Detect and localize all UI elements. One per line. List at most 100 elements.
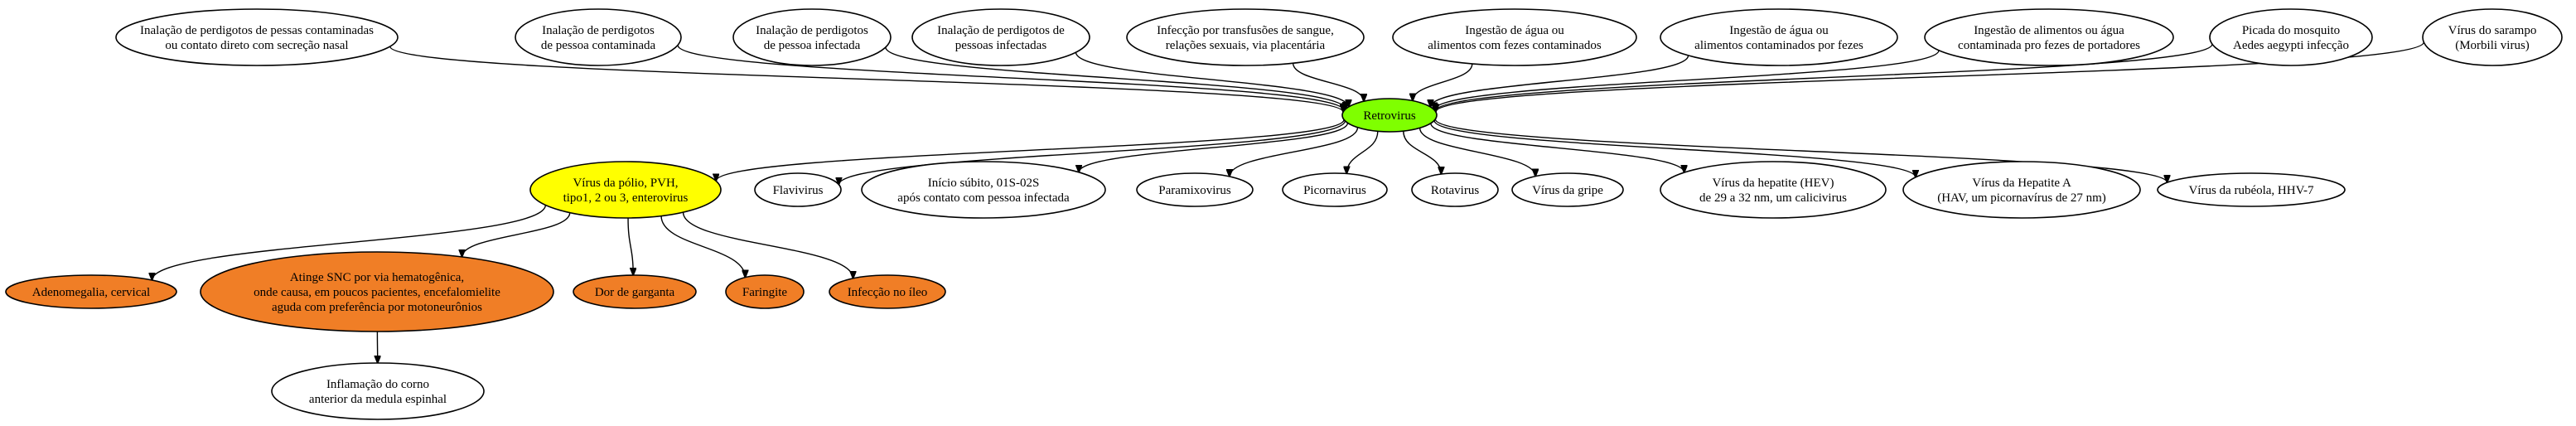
node-label: Adenomegalia, cervical (32, 286, 150, 299)
edge-n9-to-root (1435, 43, 2213, 111)
edge-hub-to-s5 (682, 211, 853, 278)
node-ellipse (861, 161, 1106, 219)
node-s2: Atinge SNC por via hematogênica, onde cau… (200, 251, 554, 332)
edge-n2-to-root (677, 45, 1344, 110)
node-label: de pessoa contaminada (541, 39, 656, 52)
node-label: tipo1, 2 ou 3, enterovirus (563, 191, 689, 205)
node-label: Inalação de perdigotos de (937, 24, 1065, 37)
node-label: Vírus da gripe (1532, 184, 1603, 197)
node-label: Picornavirus (1303, 184, 1366, 197)
node-label: Início súbito, 01S-02S (928, 177, 1040, 190)
node-n1: Inalação de perdigotos de pessas contami… (115, 8, 399, 66)
node-s4: Faringite (725, 274, 805, 309)
node-label: Vírus da rubéola, HHV-7 (2188, 184, 2314, 197)
node-label: ou contato direto com secreção nasal (165, 39, 348, 52)
node-ellipse (2157, 172, 2346, 207)
node-c5: Picornavirus (1282, 172, 1388, 207)
node-label: anterior da medula espinhal (309, 393, 447, 406)
node-label: Infecção no íleo (848, 286, 928, 299)
edge-n8-to-root (1434, 50, 1940, 110)
edge-hub-to-s2 (462, 212, 571, 257)
node-label: Vírus da hepatite (HEV) (1712, 177, 1834, 190)
node-ellipse (1126, 8, 1365, 66)
edge-n1-to-root (389, 46, 1343, 112)
node-c10: Vírus da rubéola, HHV-7 (2157, 172, 2346, 207)
node-ellipse (1282, 172, 1388, 207)
node-ellipse (115, 8, 399, 66)
node-hub: Vírus da pólio, PVH,tipo1, 2 ou 3, enter… (529, 161, 722, 219)
node-ellipse (732, 8, 892, 66)
node-label: Inalação de perdigotos (542, 24, 655, 37)
node-label: alimentos com fezes contaminados (1428, 39, 1602, 52)
edge-root-to-c5 (1346, 131, 1379, 173)
node-label: de pessoa infectada (764, 39, 861, 52)
node-label: Aedes aegypti infecção (2233, 39, 2349, 52)
node-label: Inalação de perdigotos de pessas contami… (140, 24, 374, 37)
edge-root-to-c9 (1433, 120, 1916, 177)
node-n5: Infecção por transfusões de sangue,relaç… (1126, 8, 1365, 66)
node-c4: Paramixovirus (1136, 172, 1254, 207)
node-label: Dor de garganta (595, 286, 675, 299)
node-s5: Infecção no íleo (829, 274, 946, 309)
node-label: aguda com preferência por motoneurônios (272, 301, 482, 314)
node-label: Ingestão de água ou (1729, 24, 1829, 37)
node-n8: Ingestão de alimentos ou águacontaminada… (1924, 8, 2174, 66)
node-g1: Inflamação do corno anterior da medula es… (271, 362, 485, 420)
edge-hub-to-s3 (627, 217, 633, 275)
node-ellipse (1136, 172, 1254, 207)
node-label: pessoas infectadas (955, 39, 1047, 52)
node-label: onde causa, em poucos pacientes, encefal… (254, 286, 500, 299)
edge-n7-to-root (1431, 55, 1689, 107)
node-ellipse (1660, 161, 1887, 219)
node-label: após contato com pessoa infectada (897, 191, 1070, 205)
node-label: Inflamação do corno (326, 378, 429, 391)
node-label: (HAV, um picornavírus de 27 nm) (1937, 191, 2106, 205)
node-c8: Vírus da hepatite (HEV)de 29 a 32 nm, um… (1660, 161, 1887, 219)
node-label: (Morbili virus) (2455, 39, 2530, 52)
node-label: Atinge SNC por via hematogênica, (290, 271, 464, 284)
node-ellipse (529, 161, 722, 219)
node-root: Retrovirus (1341, 98, 1438, 133)
node-label: Flavivirus (773, 184, 824, 197)
node-ellipse (1902, 161, 2141, 219)
node-label: Retrovirus (1363, 109, 1415, 123)
node-label: relações sexuais, via placentária (1166, 39, 1326, 52)
edges-layer (152, 41, 2424, 363)
node-label: Vírus da pólio, PVH, (573, 177, 678, 190)
edge-n10-to-root (1436, 41, 2424, 112)
node-ellipse (1341, 98, 1438, 133)
node-label: Faringite (742, 286, 787, 299)
node-ellipse (1411, 172, 1499, 207)
node-label: Vírus do sarampo (2448, 24, 2537, 37)
node-label: Inalação de perdigotos (756, 24, 868, 37)
node-ellipse (5, 274, 177, 309)
edge-root-to-c8 (1430, 123, 1684, 172)
node-ellipse (271, 362, 485, 420)
edge-hub-to-s4 (660, 215, 745, 278)
node-ellipse (2422, 8, 2563, 66)
edge-n6-to-root (1413, 63, 1473, 101)
edge-root-to-c7 (1418, 128, 1535, 176)
node-ellipse (1511, 172, 1624, 207)
node-ellipse (1924, 8, 2174, 66)
node-n2: Inalação de perdigotos de pessoa contamin… (515, 8, 682, 66)
node-ellipse (515, 8, 682, 66)
node-s1: Adenomegalia, cervical (5, 274, 177, 309)
node-ellipse (754, 172, 842, 207)
edge-root-to-c3 (1079, 123, 1349, 172)
edge-root-to-c2 (839, 120, 1346, 185)
node-ellipse (573, 274, 697, 309)
node-label: Paramixovirus (1158, 184, 1231, 197)
node-label: Rotavirus (1431, 184, 1479, 197)
edge-hub-to-s1 (152, 205, 547, 280)
node-ellipse (911, 8, 1090, 66)
node-ellipse (200, 251, 554, 332)
edge-n4-to-root (1075, 51, 1349, 107)
node-ellipse (2209, 8, 2373, 66)
node-label: Vírus da Hepatite A (1972, 177, 2071, 190)
node-ellipse (1392, 8, 1637, 66)
